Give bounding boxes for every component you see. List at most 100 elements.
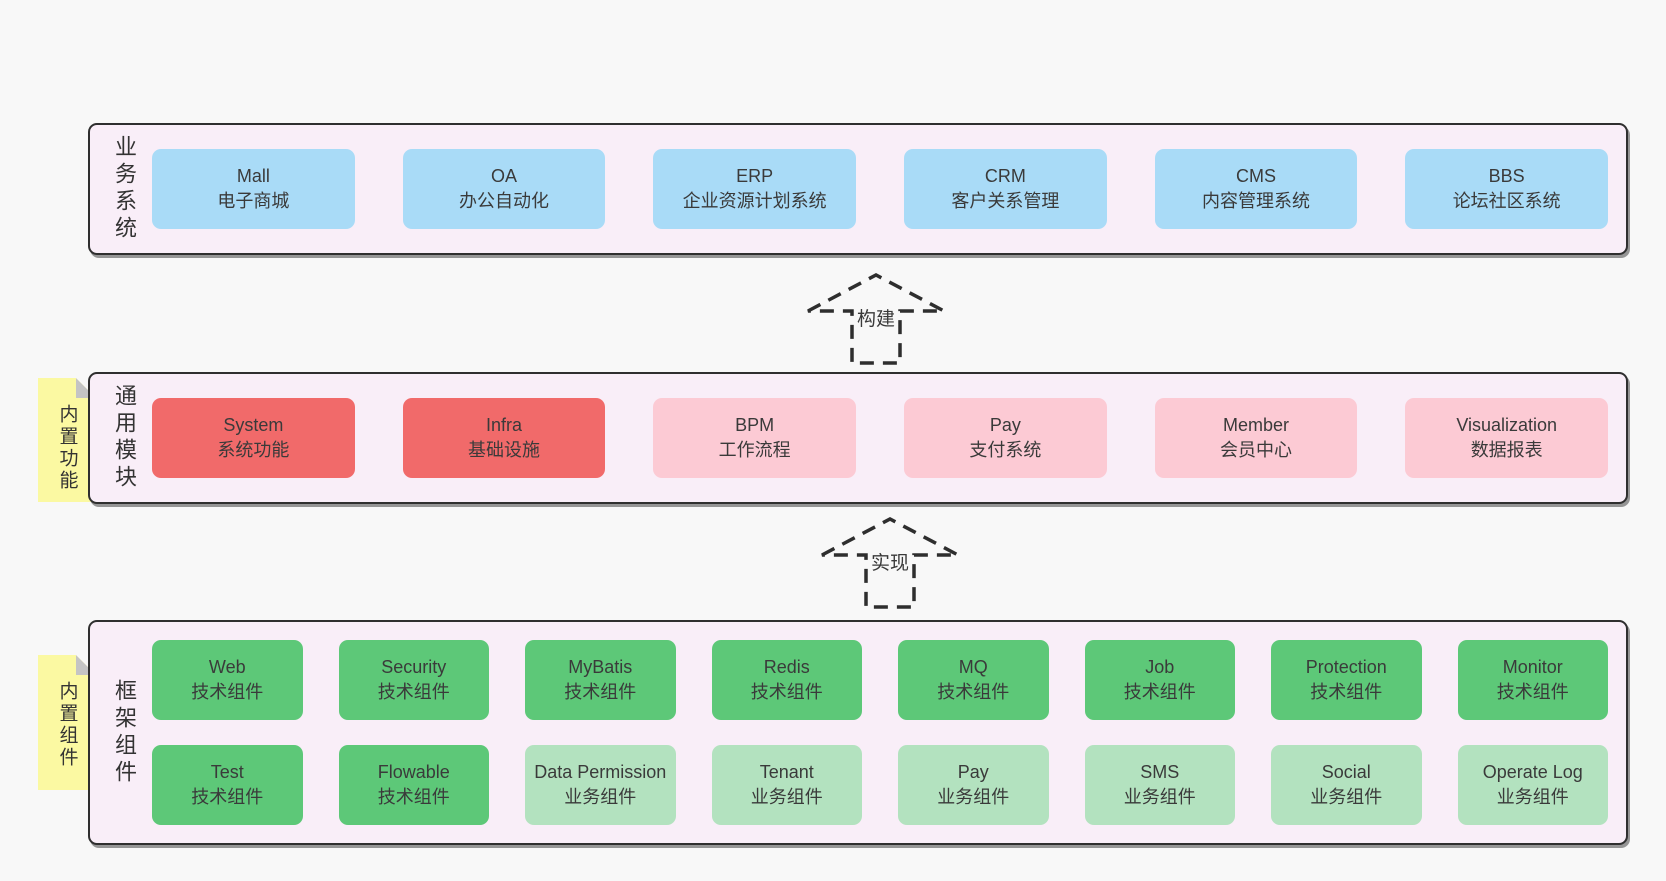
sticky-tag-label: 内置功能 [56, 404, 78, 492]
module-box-subtitle: 会员中心 [1220, 440, 1293, 460]
module-box-web: Web 技术组件 [152, 640, 303, 720]
module-box-subtitle: 技术组件 [191, 787, 264, 807]
module-box-title: BBS [1488, 166, 1525, 187]
module-box-row: Mall 电子商城 OA 办公自动化 ERP 企业资源计划系统 CRM 客户关系管理 CMS 内容… [152, 149, 1609, 229]
module-box-title: Mall [236, 166, 270, 187]
module-box-subtitle: 技术组件 [377, 682, 450, 702]
module-box-erp: ERP 企业资源计划系统 [653, 149, 857, 229]
module-box-subtitle: 业务组件 [564, 787, 637, 807]
module-box-social: Social 业务组件 [1271, 745, 1422, 825]
arrow-label: 实现 [871, 552, 909, 574]
module-box-security: Security 技术组件 [338, 640, 489, 720]
module-box-test: Test 技术组件 [152, 745, 303, 825]
module-box-subtitle: 客户关系管理 [951, 191, 1060, 211]
module-box-title: Operate Log [1482, 762, 1583, 783]
module-box-title: Infra [485, 415, 523, 436]
sticky-tag-label: 内置组件 [56, 681, 78, 769]
module-box-title: Tenant [759, 762, 814, 783]
sticky-tag-built-in-features: 内置功能 [38, 378, 96, 502]
arrow-build-up: 构建 [807, 273, 945, 365]
module-box-subtitle: 论坛社区系统 [1452, 191, 1561, 211]
module-box-subtitle: 业务组件 [1496, 787, 1569, 807]
module-box-subtitle: 企业资源计划系统 [682, 191, 827, 211]
module-box-protection: Protection 技术组件 [1271, 640, 1422, 720]
module-box-subtitle: 基础设施 [468, 440, 540, 460]
module-box-title: MyBatis [568, 657, 633, 678]
module-box-title: OA [491, 166, 518, 187]
module-box-subtitle: 业务组件 [1310, 787, 1383, 807]
module-box-subtitle: 技术组件 [1123, 682, 1196, 702]
module-box-system: System 系统功能 [152, 398, 355, 478]
module-box-bbs: BBS 论坛社区系统 [1405, 149, 1609, 229]
module-box-title: System [223, 415, 284, 436]
module-box-subtitle: 系统功能 [217, 440, 290, 460]
module-box-title: Redis [763, 657, 810, 678]
module-box-title: Pay [957, 762, 989, 783]
module-box-flowable: Flowable 技术组件 [338, 745, 489, 825]
module-box-job: Job 技术组件 [1084, 640, 1235, 720]
module-box-title: Protection [1305, 657, 1387, 678]
module-box-subtitle: 技术组件 [1310, 682, 1383, 702]
module-box-subtitle: 技术组件 [564, 682, 637, 702]
module-box-subtitle: 技术组件 [750, 682, 823, 702]
module-box-mybatis: MyBatis 技术组件 [525, 640, 676, 720]
module-box-title: Test [210, 762, 244, 783]
module-box-infra: Infra 基础设施 [402, 398, 606, 478]
module-box-title: Monitor [1502, 657, 1563, 678]
module-box-visualization: Visualization 数据报表 [1405, 398, 1609, 478]
module-box-subtitle: 办公自动化 [459, 191, 549, 211]
layer-label-common-modules: 通用模块 [112, 384, 137, 492]
module-box-subtitle: 支付系统 [969, 440, 1042, 460]
module-box-title: Social [1321, 762, 1371, 783]
module-box-title: Web [208, 657, 246, 678]
business-systems-boxes: Mall 电子商城 OA 办公自动化 ERP 企业资源计划系统 CRM 客户关系管理 CMS 内容… [140, 125, 1626, 253]
layer-label-business-systems: 业务系统 [112, 135, 137, 243]
module-box-subtitle: 数据报表 [1470, 440, 1543, 460]
module-box-oa: OA 办公自动化 [402, 149, 606, 229]
module-box-title: CRM [984, 166, 1026, 187]
module-box-mall: Mall 电子商城 [152, 149, 355, 229]
module-box-title: Job [1145, 657, 1175, 678]
module-box-title: Flowable [377, 762, 450, 783]
module-box-subtitle: 内容管理系统 [1202, 191, 1311, 211]
module-box-cms: CMS 内容管理系统 [1154, 149, 1358, 229]
module-box-pay: Pay 支付系统 [904, 398, 1107, 478]
module-box-bpm: BPM 工作流程 [653, 398, 857, 478]
module-box-crm: CRM 客户关系管理 [904, 149, 1107, 229]
module-box-tenant: Tenant 业务组件 [711, 745, 862, 825]
module-box-title: Visualization [1456, 415, 1558, 436]
module-box-subtitle: 业务组件 [937, 787, 1010, 807]
module-box-subtitle: 技术组件 [1496, 682, 1569, 702]
module-box-monitor: Monitor 技术组件 [1457, 640, 1608, 720]
module-box-subtitle: 工作流程 [718, 440, 791, 460]
arrow-label: 构建 [857, 308, 895, 330]
layer-label-framework-components: 框架组件 [112, 678, 137, 787]
module-box-operate-log: Operate Log 业务组件 [1457, 745, 1608, 825]
module-box-subtitle: 电子商城 [217, 191, 290, 211]
module-box-title: Pay [989, 415, 1021, 436]
module-box-subtitle: 技术组件 [191, 682, 264, 702]
module-box-title: ERP [736, 166, 774, 187]
module-box-subtitle: 技术组件 [377, 787, 450, 807]
layer-business-systems: 业务系统 Mall 电子商城 OA 办公自动化 ERP 企业资源计划系统 CRM 客户关系管理… [88, 123, 1628, 255]
module-box-pay: Pay 业务组件 [898, 745, 1049, 825]
module-box-title: SMS [1140, 762, 1180, 783]
module-box-title: Member [1223, 415, 1290, 436]
common-modules-boxes: System 系统功能 Infra 基础设施 BPM 工作流程 Pay 支付系统 Member 会… [140, 374, 1626, 502]
module-box-title: MQ [958, 657, 988, 678]
module-box-redis: Redis 技术组件 [711, 640, 862, 720]
module-box-subtitle: 业务组件 [750, 787, 823, 807]
module-box-row: System 系统功能 Infra 基础设施 BPM 工作流程 Pay 支付系统 Member 会… [152, 398, 1609, 478]
module-box-title: CMS [1236, 166, 1277, 187]
module-box-subtitle: 技术组件 [937, 682, 1010, 702]
module-box-subtitle: 业务组件 [1123, 787, 1196, 807]
module-box-title: BPM [735, 415, 775, 436]
module-box-sms: SMS 业务组件 [1084, 745, 1235, 825]
module-box-title: Security [381, 657, 447, 678]
